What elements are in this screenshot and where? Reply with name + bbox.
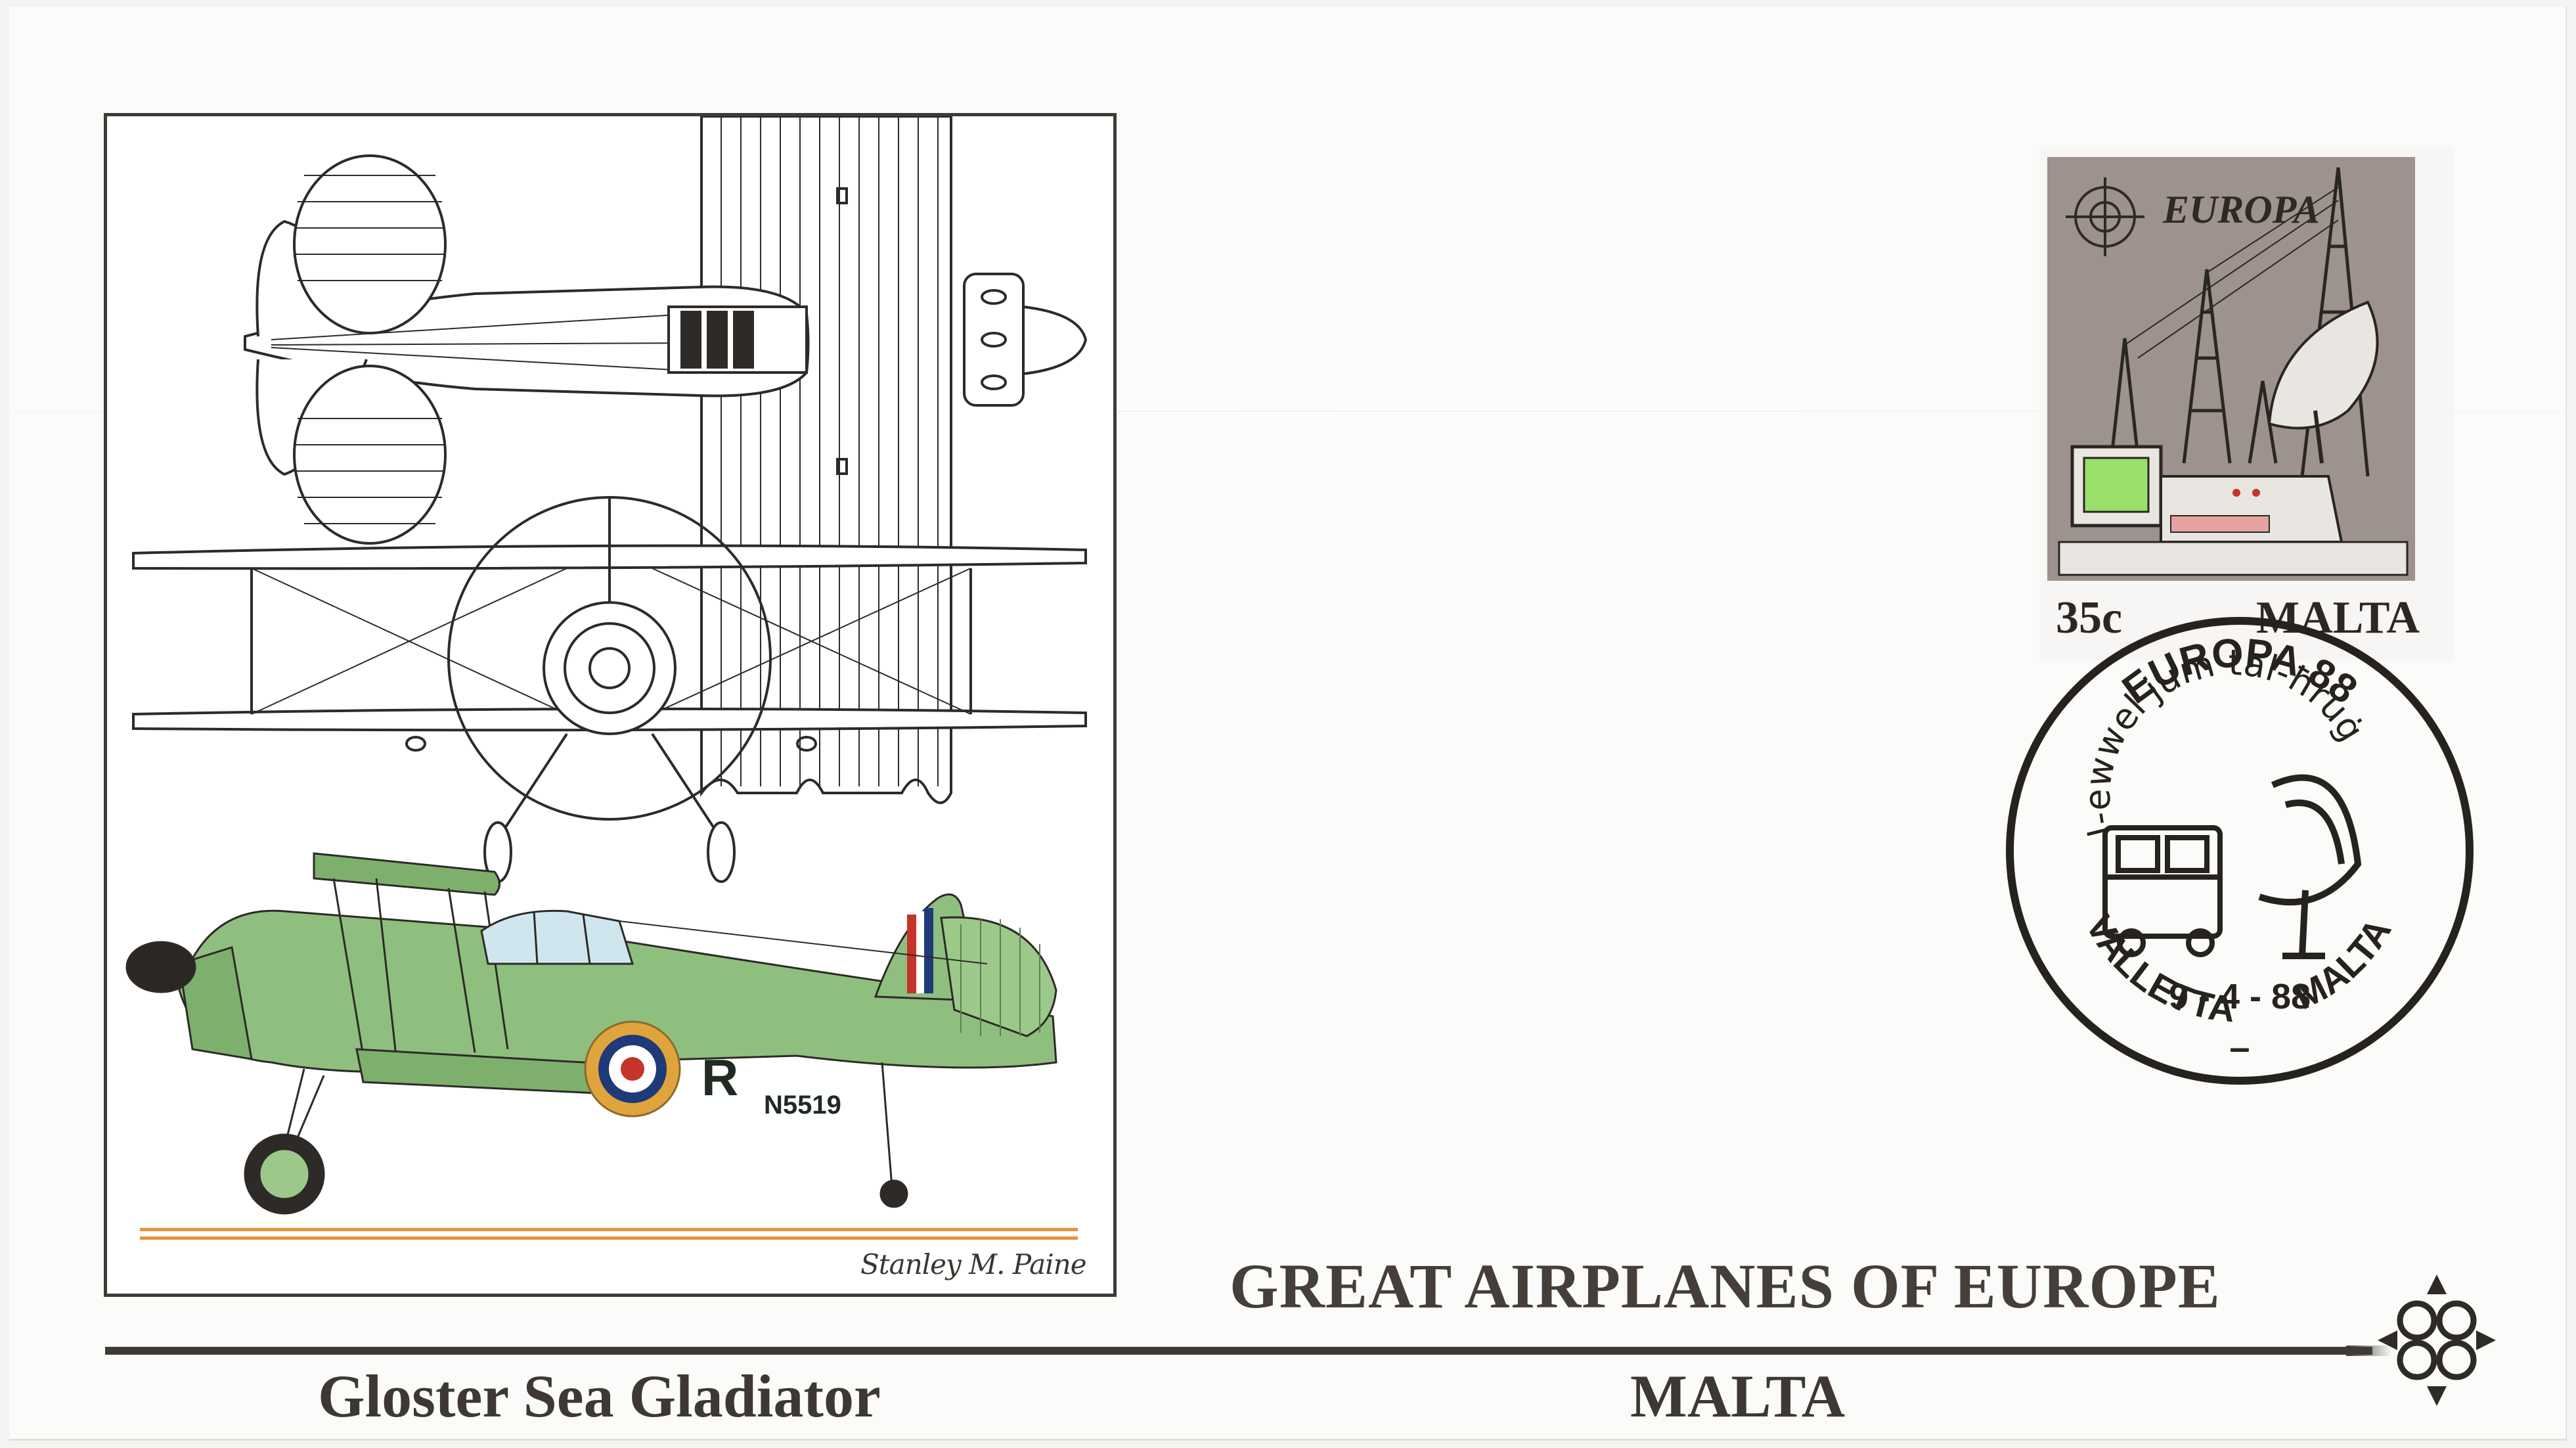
aircraft-roundel-letter: R [701, 1049, 738, 1106]
bus-icon [2102, 825, 2223, 957]
top-view-drawing [244, 116, 1088, 804]
fold-line [9, 411, 2565, 412]
aircraft-name: Gloster Sea Gladiator [318, 1363, 881, 1430]
aircraft-drawings: R N5519 [125, 116, 1088, 1240]
front-view-drawing [132, 496, 1087, 883]
postmark-cancellation: EUROPA 88 l-ewwel jum tal-ħruġ 9 - 4 - 8… [1977, 588, 2502, 1094]
dish-antenna-icon [2258, 774, 2362, 959]
stamp-artwork [2039, 148, 2454, 660]
side-view-aircraft [125, 852, 1057, 1215]
stamp-country: MALTA [2256, 593, 2420, 643]
postmark-place: VALLETTA [2078, 907, 2237, 1029]
illustration-panel: R N5519 [104, 113, 1117, 1297]
postage-stamp: EUROPA 35c MALTA [2039, 148, 2454, 660]
postmark-dash: – [2229, 1026, 2250, 1068]
stamp-value: 35c [2056, 593, 2123, 643]
europa-logo-icon [2378, 1275, 2496, 1409]
postmark-artwork: EUROPA 88 l-ewwel jum tal-ħruġ 9 - 4 - 8… [2006, 617, 2474, 1085]
stamp-europa-label: EUROPA [2163, 188, 2320, 231]
divider-rule [105, 1346, 2392, 1356]
postmark-date: 9 - 4 - 88 [2169, 977, 2311, 1016]
aircraft-serial: N5519 [764, 1091, 841, 1120]
country-name: MALTA [1630, 1363, 1846, 1430]
artist-signature: Stanley M. Paine [860, 1248, 1087, 1280]
series-title: GREAT AIRPLANES OF EUROPE [1230, 1251, 2221, 1321]
svg-text:VALLETTA: VALLETTA [2078, 907, 2237, 1029]
